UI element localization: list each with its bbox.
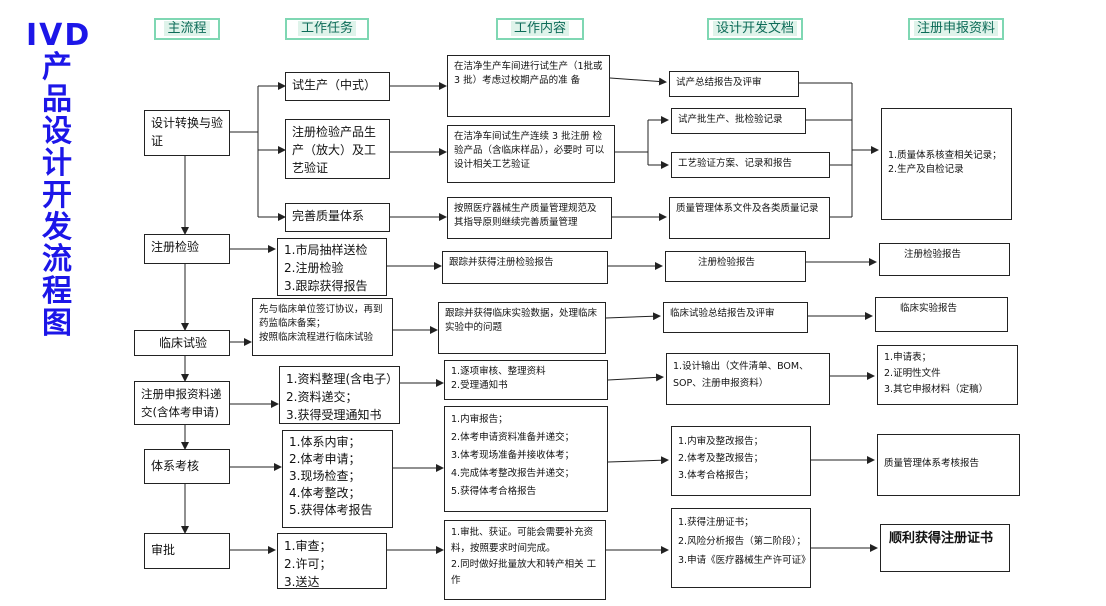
- doc-trial-report: 试产总结报告及评审: [669, 71, 799, 97]
- title-char: 开: [42, 178, 72, 213]
- title-char: 计: [42, 146, 72, 181]
- header-tasks: 工作任务: [285, 18, 369, 40]
- main-submission: 注册申报资料递交(含体考申请): [134, 381, 230, 425]
- doc-design-output: 1.设计输出（文件清单、BOM、SOP、注册申报资料）: [666, 353, 830, 405]
- content-submission: 1.逐项审核、整理资料 2.受理通知书: [444, 360, 608, 400]
- content-reg-test: 跟踪并获得注册检验报告: [442, 251, 608, 284]
- title-latin: IVD: [26, 18, 92, 53]
- doc-audit-docs: 1.内审及整改报告； 2.体考及整改报告； 3.体考合格报告；: [671, 426, 811, 496]
- task-approval-items: 1.审查； 2.许可； 3.送达: [277, 533, 387, 589]
- task-audit-items: 1.体系内审； 2.体考申请； 3.现场检查； 4.体考整改； 5.获得体考报告: [282, 430, 393, 528]
- sub-qms-records: 1.质量体系核查相关记录； 2.生产及自检记录: [881, 108, 1012, 220]
- doc-approval-docs: 1.获得注册证书； 2.风险分析报告（第二阶段）； 3.申请《医疗器械生产许可证…: [671, 508, 811, 588]
- content-clinical: 跟踪并获得临床实验数据，处理临床实验中的问题: [438, 302, 606, 354]
- header-content: 工作内容: [496, 18, 584, 40]
- task-quality-system: 完善质量体系: [285, 203, 390, 232]
- doc-batch-record: 试产批生产、批检验记录: [671, 108, 806, 134]
- task-clinical-items: 先与临床单位签订协议，再到药监临床备案； 按照临床流程进行临床试验: [252, 298, 393, 356]
- content-approval: 1.审批、获证。可能会需要补充资 料，按照要求时间完成。 2.同时做好批量放大和…: [444, 520, 606, 600]
- title-char: 图: [42, 306, 72, 341]
- main-registration-test: 注册检验: [144, 234, 230, 264]
- main-approval: 审批: [144, 533, 230, 569]
- header-main-flow: 主流程: [154, 18, 220, 40]
- title-char: 品: [42, 82, 72, 117]
- task-registration-sample: 注册检验产品生产（放大）及工艺验证: [285, 119, 390, 179]
- header-design-docs: 设计开发文档: [707, 18, 803, 40]
- main-clinical-trial: 临床试验: [134, 330, 230, 356]
- doc-qms-docs: 质量管理体系文件及各类质量记录: [669, 197, 830, 239]
- main-system-audit: 体系考核: [144, 449, 230, 484]
- title-char: 产: [42, 50, 72, 85]
- sub-certificate: 顺利获得注册证书: [880, 524, 1010, 572]
- doc-clinical-report: 临床试验总结报告及评审: [663, 302, 808, 333]
- diagram-title: IVD 产 品 设 计 开 发 流 程 图: [26, 18, 92, 341]
- content-quality-system: 按照医疗器械生产质量管理规范及其指导原则继续完善质量管理: [447, 197, 612, 239]
- title-char: 设: [42, 114, 72, 149]
- doc-process-validation: 工艺验证方案、记录和报告: [671, 152, 830, 178]
- main-design-transfer: 设计转换与验证: [144, 110, 230, 156]
- title-char: 流: [42, 242, 72, 277]
- task-submission-items: 1.资料整理(含电子） 2.资料递交； 3.获得受理通知书: [279, 366, 400, 424]
- sub-audit-report: 质量管理体系考核报告: [877, 434, 1020, 496]
- doc-reg-test-report: 注册检验报告: [665, 251, 806, 282]
- content-audit: 1.内审报告； 2.体考申请资料准备并递交； 3.体考现场准备并接收体考； 4.…: [444, 406, 608, 512]
- content-registration-sample: 在洁净车间试生产连续 3 批注册 检验产品（含临床样品），必要时 可以设计相关工…: [447, 125, 615, 183]
- task-reg-test-items: 1.市局抽样送检 2.注册检验 3.跟踪获得报告: [277, 238, 387, 296]
- header-submission: 注册申报资料: [908, 18, 1004, 40]
- title-char: 程: [42, 274, 72, 309]
- task-trial-production: 试生产（中式）: [285, 72, 390, 101]
- sub-reg-test-report: 注册检验报告: [879, 243, 1010, 276]
- content-trial-production: 在洁净生产车间进行试生产（1批或 3 批）考虑过校期产品的准 备: [447, 55, 610, 117]
- sub-clinical-report: 临床实验报告: [875, 297, 1008, 332]
- title-char: 发: [42, 210, 72, 245]
- sub-application: 1.申请表； 2.证明性文件 3.其它申报材料（定稿）: [877, 345, 1018, 405]
